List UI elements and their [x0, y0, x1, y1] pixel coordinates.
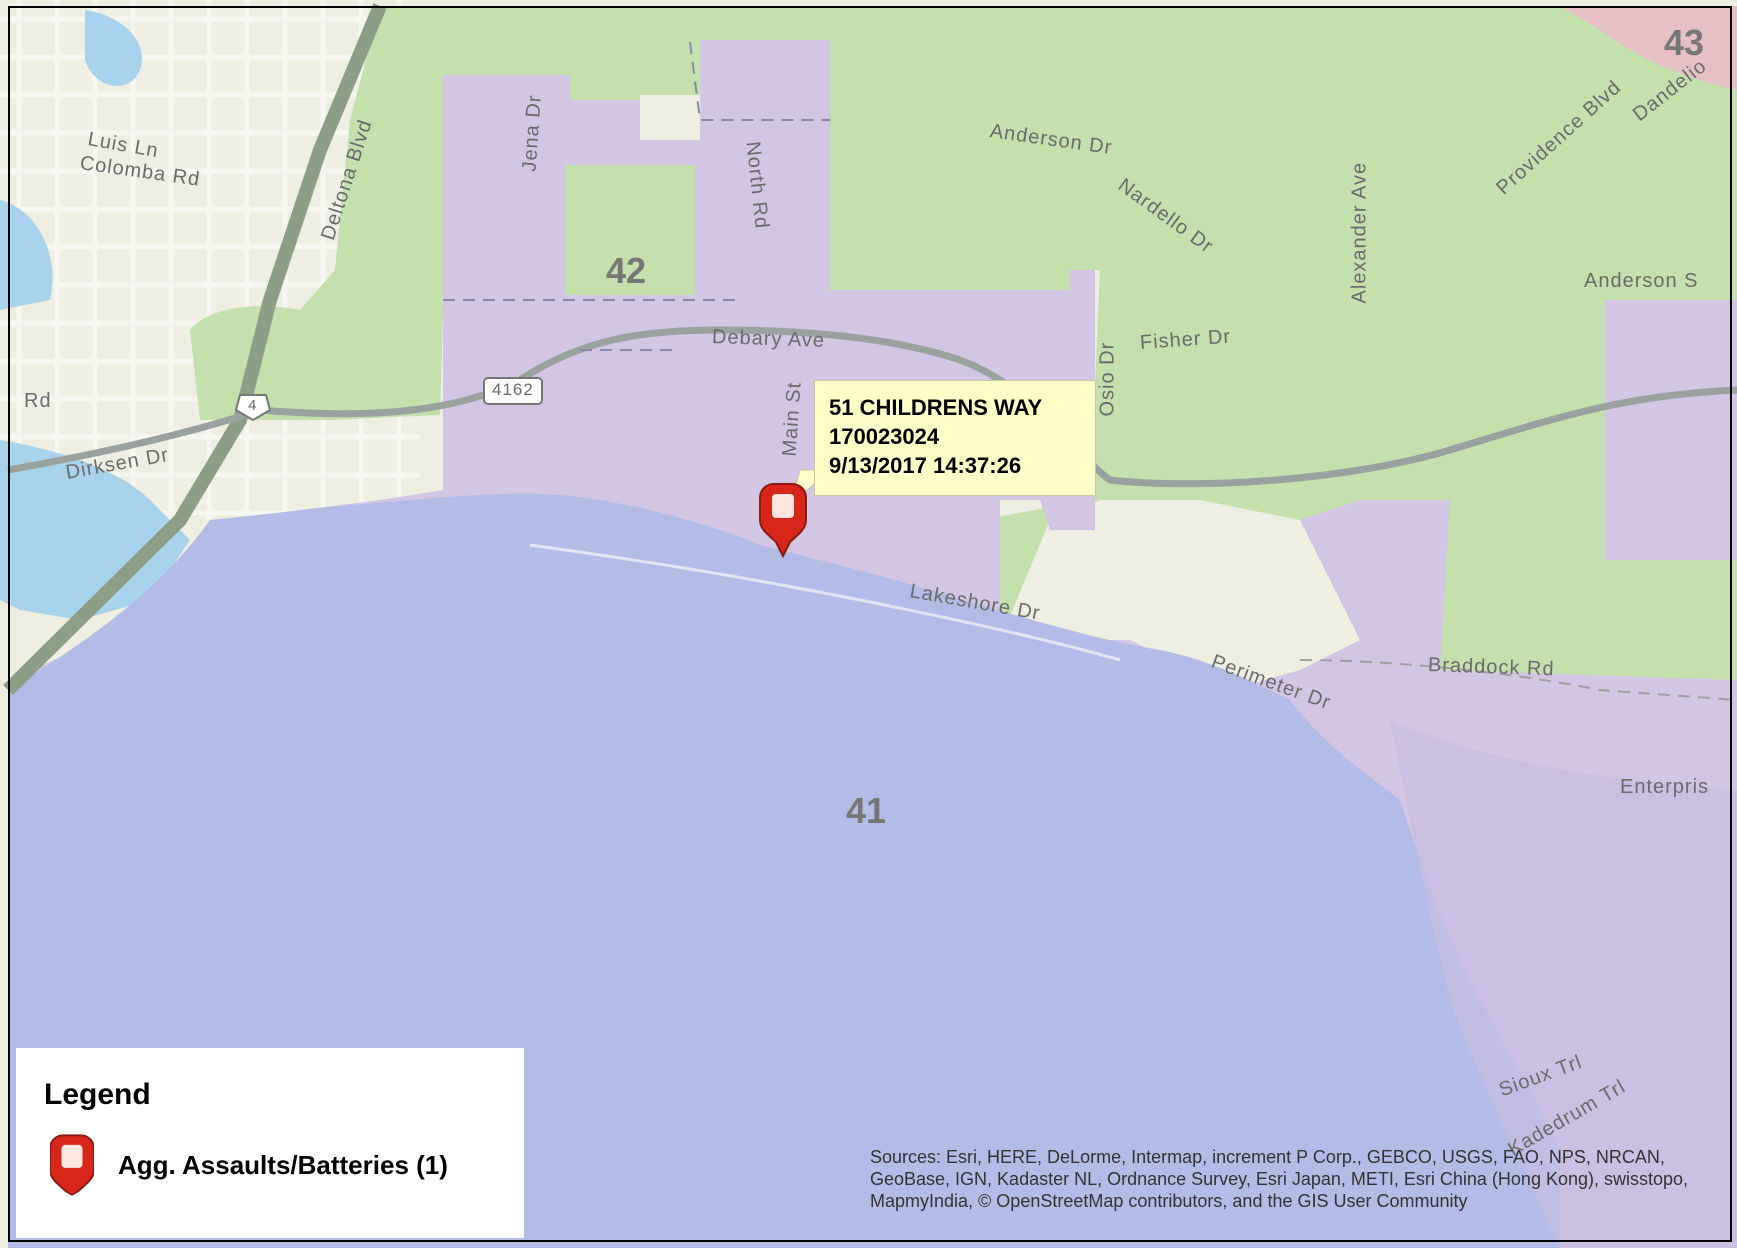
district-43-zone	[1560, 6, 1737, 90]
road-label-alexander-ave: Alexander Ave	[1348, 161, 1371, 304]
district-label-42: 42	[606, 250, 647, 291]
district-41-east	[1605, 300, 1737, 560]
incident-case-number: 170023024	[829, 424, 940, 449]
lake-west-mid	[0, 200, 53, 310]
road-label-osio-dr: Osio Dr	[1096, 341, 1119, 417]
fist-marker-icon	[759, 483, 807, 559]
route-4-label: 4	[248, 397, 258, 414]
legend-title: Legend	[44, 1078, 151, 1111]
incident-datetime: 9/13/2017 14:37:26	[829, 453, 1022, 478]
debary-ave-line	[7, 326, 1737, 488]
interstate-4-line	[3, 3, 387, 695]
wetland-east	[1390, 720, 1737, 1248]
incident-marker[interactable]	[759, 483, 807, 559]
map-attribution: Sources: Esri, HERE, DeLorme, Intermap, …	[870, 1147, 1689, 1211]
district-boundary-dashed-2	[580, 41, 830, 351]
district-42-pocket	[565, 165, 695, 295]
incident-address: 51 CHILDRENS WAY	[829, 395, 1043, 420]
road-label-rd: Rd	[24, 390, 52, 412]
road-label-enterprise: Enterpris	[1620, 776, 1710, 798]
lake-west-shore	[0, 440, 190, 620]
braddock-rd-line	[1299, 659, 1737, 701]
legend-item-label: Agg. Assaults/Batteries (1)	[118, 1149, 448, 1180]
fist-marker-icon	[50, 1134, 94, 1196]
route-4-shield	[234, 394, 272, 422]
road-label-braddock-rd: Braddock Rd	[1427, 654, 1555, 681]
district-label-41: 41	[846, 790, 887, 831]
lake-west-north	[85, 10, 142, 87]
route-4162-label: 4162	[492, 380, 534, 399]
route-4162-shield	[483, 377, 543, 405]
legend-panel: Legend Agg. Assaults/Batteries (1)	[16, 1048, 524, 1238]
road-label-anderson-s: Anderson S	[1584, 270, 1699, 292]
road-label-debary-ave: Debary Ave	[711, 326, 826, 352]
lakeshore-dr-line	[529, 543, 1121, 662]
legend-item-agg-assaults: Agg. Assaults/Batteries (1)	[50, 1134, 448, 1196]
fist-glyph	[772, 494, 794, 518]
district-label-43: 43	[1664, 22, 1705, 63]
incident-popup[interactable]: 51 CHILDRENS WAY 170023024 9/13/2017 14:…	[814, 380, 1096, 496]
